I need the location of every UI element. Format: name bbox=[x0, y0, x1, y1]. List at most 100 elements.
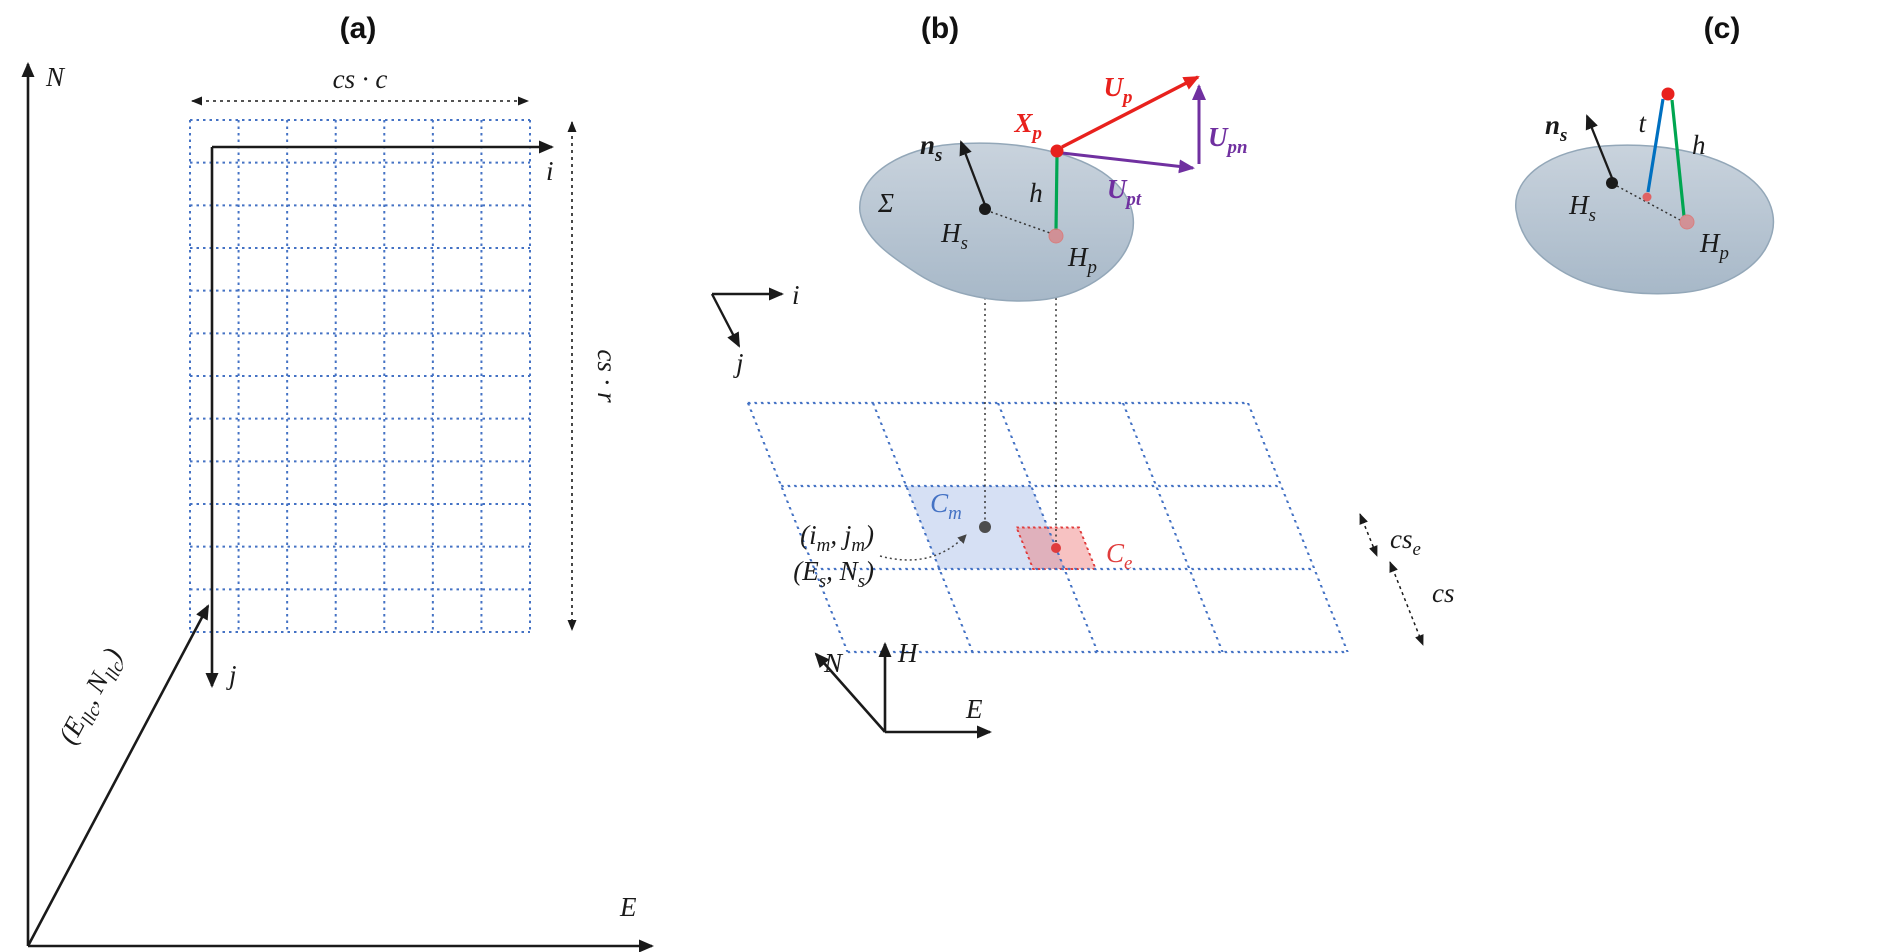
normal-sub-c: s bbox=[1559, 125, 1567, 146]
hs-point-label-c: Hs bbox=[1568, 190, 1596, 226]
hs-sub-c: s bbox=[1589, 205, 1596, 226]
normal-sub: s bbox=[934, 145, 942, 166]
model-cell-sub: m bbox=[948, 503, 962, 524]
llc-coordinates-label: (Ellc, Nllc) bbox=[52, 643, 133, 752]
coord-sub: s bbox=[858, 571, 865, 592]
hp-point bbox=[1048, 228, 1064, 244]
height-dimension-label: cs · r bbox=[592, 349, 622, 403]
upn-sub: pn bbox=[1226, 137, 1248, 158]
hs-hp-dotted-line-c bbox=[1616, 185, 1681, 221]
panel-a: (a) N E (Ellc, Nllc) i j cs · c cs · r bbox=[21, 12, 654, 952]
hs-point bbox=[979, 203, 991, 215]
panel-b: (b) Cm Ce (im, jm) (Es, Ns) cs bbox=[710, 12, 1455, 739]
hs-sub: s bbox=[961, 233, 968, 254]
index-pair-label: (im, jm) bbox=[800, 520, 874, 556]
panel-a-title: (a) bbox=[340, 12, 377, 45]
hp-sub: p bbox=[1086, 257, 1097, 278]
north-axis-label: N bbox=[45, 62, 66, 92]
xp-point-label: Xp bbox=[1014, 108, 1042, 144]
normal-vector-arrow bbox=[959, 140, 987, 206]
grid-line bbox=[1121, 403, 1224, 652]
panel-b-title: (b) bbox=[921, 12, 959, 45]
up-main: U bbox=[1104, 72, 1125, 102]
xp-sub: p bbox=[1031, 123, 1042, 144]
surface-blob bbox=[859, 142, 1135, 302]
xp-point bbox=[1050, 144, 1064, 158]
ground-grid bbox=[746, 401, 1349, 654]
cse-dimension-arrow bbox=[1359, 513, 1378, 557]
model-cell-main: C bbox=[930, 488, 949, 518]
upt-sub: pt bbox=[1124, 189, 1141, 210]
hs-hp-dotted-line bbox=[990, 211, 1051, 234]
exchange-cell-sub: e bbox=[1124, 553, 1132, 574]
width-dimension-label: cs · c bbox=[333, 64, 388, 94]
upn-main: U bbox=[1208, 122, 1229, 152]
hp-point-label: Hp bbox=[1067, 242, 1097, 278]
height-segment bbox=[1054, 155, 1059, 231]
h-axis-label: H bbox=[897, 638, 919, 668]
hp-point-label-c: Hp bbox=[1699, 228, 1729, 264]
exchange-cell-center-dot bbox=[1051, 543, 1061, 553]
upt-vector-arrow bbox=[1061, 151, 1195, 174]
j-axis-small-label: j bbox=[733, 348, 744, 378]
top-point-c bbox=[1661, 87, 1675, 101]
east-axis-label: E bbox=[619, 892, 637, 922]
e-axis-label: E bbox=[965, 694, 983, 724]
panel-c-title: (c) bbox=[1704, 12, 1741, 45]
n-axis bbox=[814, 652, 886, 733]
normal-vector-label: ns bbox=[920, 130, 942, 166]
t-label: t bbox=[1638, 108, 1647, 138]
raster-grid bbox=[189, 119, 531, 633]
hs-main-c: H bbox=[1568, 190, 1590, 220]
coordinate-pair-label: (Es, Ns) bbox=[793, 556, 874, 592]
coord-part: ) bbox=[863, 556, 874, 586]
coord-part: (E bbox=[793, 556, 819, 586]
hp-main-c: H bbox=[1699, 228, 1721, 258]
index-part: , j bbox=[830, 520, 851, 550]
coord-part: , N bbox=[826, 556, 860, 586]
i-axis-small-label: i bbox=[792, 280, 800, 310]
up-vector-label: Up bbox=[1104, 72, 1133, 108]
h-label-c: h bbox=[1692, 130, 1706, 160]
hp-point-c bbox=[1679, 214, 1695, 230]
index-sub: m bbox=[851, 535, 865, 556]
cse-dimension-label: cse bbox=[1390, 524, 1421, 560]
exchange-cell-label: Ce bbox=[1106, 538, 1132, 574]
upt-vector-label: Upt bbox=[1107, 174, 1142, 210]
panel-c: (c) ns t h Hs Hp bbox=[1515, 12, 1775, 295]
grid-line bbox=[996, 403, 1099, 652]
cs-dimension-label: cs bbox=[1432, 578, 1455, 608]
j-axis-label: j bbox=[226, 660, 237, 690]
normal-main: n bbox=[920, 130, 935, 160]
cse-sub: e bbox=[1413, 539, 1421, 560]
height-label: h bbox=[1029, 178, 1043, 208]
coord-sub: s bbox=[819, 571, 826, 592]
xp-main: X bbox=[1014, 108, 1034, 138]
llc-arrow bbox=[26, 604, 210, 947]
model-cell-center-dot bbox=[979, 521, 991, 533]
up-vector-arrow bbox=[1061, 75, 1200, 149]
grid-line bbox=[1246, 403, 1349, 652]
grid-line bbox=[871, 403, 974, 652]
model-cell-label: Cm bbox=[930, 488, 962, 524]
cs-dimension-arrow bbox=[1389, 561, 1424, 646]
hs-point-label: Hs bbox=[940, 218, 968, 254]
hp-main: H bbox=[1067, 242, 1089, 272]
n-axis-label: N bbox=[823, 648, 844, 678]
index-part: (i bbox=[800, 520, 817, 550]
normal-vector-label-c: ns bbox=[1545, 110, 1567, 146]
upn-vector-label: Upn bbox=[1208, 122, 1247, 158]
surface-blob-c bbox=[1515, 144, 1775, 295]
index-sub: m bbox=[817, 535, 831, 556]
h-segment-c bbox=[1670, 99, 1686, 217]
j-axis-small bbox=[710, 293, 741, 348]
normal-main-c: n bbox=[1545, 110, 1560, 140]
hp-sub-c: p bbox=[1718, 243, 1729, 264]
t-foot-point bbox=[1642, 192, 1652, 202]
grid-line bbox=[746, 403, 849, 652]
hs-main: H bbox=[940, 218, 962, 248]
index-part: ) bbox=[863, 520, 874, 550]
exchange-cell-main: C bbox=[1106, 538, 1125, 568]
